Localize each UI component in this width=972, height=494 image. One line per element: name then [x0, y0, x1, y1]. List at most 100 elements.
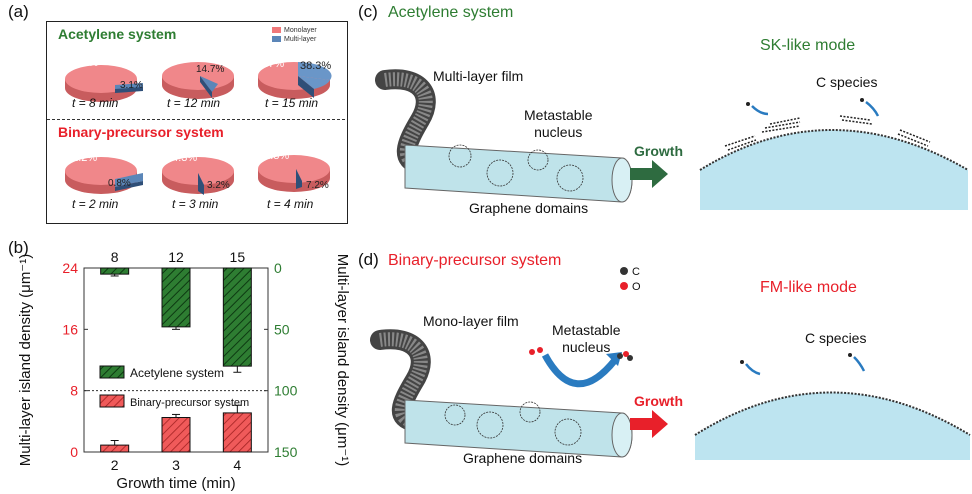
acetylene-title: Acetylene system	[58, 26, 177, 42]
pie-ace-12-time: t = 12 min	[167, 96, 221, 110]
c-species-dots	[746, 98, 864, 106]
top-tick-label: 15	[230, 249, 246, 265]
legend-mono-swatch	[272, 27, 281, 34]
right-tick-label: 0	[274, 260, 282, 276]
tube-c	[404, 144, 633, 203]
substrate-dome-d	[695, 392, 970, 460]
left-tick-label: 24	[62, 260, 78, 276]
tube-d	[404, 399, 633, 458]
pie-bin-2-multi: 0.8%	[108, 178, 131, 189]
legend-multi: Multi-layer	[272, 35, 317, 44]
pie-bin-4-multi: 7.2%	[306, 180, 329, 191]
right-tick-label: 100	[274, 383, 298, 399]
pie-ace-8-time: t = 8 min	[72, 96, 119, 110]
panel-c-label: (c)	[358, 2, 378, 21]
panel-d-film: Mono-layer film	[423, 313, 519, 329]
binary-bar	[222, 412, 252, 453]
panel-a-frame	[46, 21, 348, 224]
binary-bar	[100, 444, 130, 453]
panel-c-growth: Growth	[634, 143, 683, 159]
multi-layer-islands	[724, 115, 931, 151]
top-tick-label: 8	[111, 249, 119, 265]
pie-ace-15-time: t = 15 min	[265, 96, 319, 110]
x-axis-label: Growth time (min)	[116, 475, 235, 492]
growth-arrow-d	[630, 410, 668, 438]
pie-bin-2-time: t = 2 min	[72, 197, 119, 211]
bottom-tick-label: 3	[172, 457, 180, 473]
pie-charts	[65, 62, 332, 195]
acetylene-bar	[161, 267, 191, 328]
left-tick-label: 8	[70, 383, 78, 399]
legend-binary-label: Binary-precursor system	[130, 397, 249, 409]
panel-a-label: (a)	[8, 2, 29, 21]
legend-acetylene-swatch	[99, 365, 125, 379]
substrate-dome-c	[700, 130, 968, 210]
nucleus-arrow	[541, 353, 618, 388]
pie-bin-4-time: t = 4 min	[267, 197, 314, 211]
legend-binary-swatch	[99, 394, 125, 408]
growth-arrow-c	[630, 160, 668, 188]
pie-ace-8-multi: 3.1%	[120, 80, 143, 91]
section-divider	[47, 119, 345, 120]
pie-ace-15-multi: 38.3%	[300, 60, 332, 72]
right-tick-label: 50	[274, 321, 290, 337]
atom-c-label: C	[632, 266, 640, 278]
panel-c-title: Acetylene system	[388, 4, 514, 21]
panel-d-illustration	[370, 329, 971, 460]
pie-ace-12	[162, 62, 234, 99]
atom-o-label: O	[632, 281, 641, 293]
legend-acetylene-label: Acetylene system	[130, 366, 224, 380]
panel-c-film: Multi-layer film	[433, 68, 524, 84]
panel-d-label: (d)	[358, 250, 379, 269]
pie-bin-2-mono: 71.2%	[66, 152, 98, 164]
y-axis-left-label: Multi-layer island density (μm⁻¹)	[17, 254, 34, 466]
pie-ace-12-multi: 14.7%	[196, 64, 225, 75]
atom-o-dot	[620, 282, 628, 290]
panel-c-illustration	[375, 69, 969, 210]
cluster-atoms	[529, 347, 633, 361]
right-tick-label: 150	[274, 444, 298, 460]
pie-bin-2	[65, 157, 143, 194]
pie-bin-3-multi: 3.2%	[207, 180, 230, 191]
pie-bin-3	[162, 157, 234, 195]
legend-multi-swatch	[272, 36, 281, 43]
pie-bin-4	[258, 155, 330, 192]
panel-d-species: C species	[805, 330, 867, 346]
graphene-domains-d	[444, 401, 582, 446]
atom-o-legend: O	[620, 281, 641, 293]
pie-bin-4-mono: 92.8%	[258, 150, 290, 162]
legend-mono: Monolayer	[272, 26, 317, 35]
panel-c-nucleus: Metastable nucleus	[524, 107, 593, 140]
y-axis-right-label: Multi-layer island density (μm⁻¹)	[334, 254, 350, 466]
pie-ace-8	[65, 65, 143, 102]
panel-d-nucleus: Metastable nucleus	[552, 322, 621, 355]
c-species-dots-d	[740, 353, 852, 364]
panel-d-title: Binary-precursor system	[388, 252, 562, 269]
panel-c-species: C species	[816, 74, 878, 90]
pie-ace-8-mono: 66.8%	[67, 57, 99, 69]
legend-multi-label: Multi-layer	[284, 36, 317, 43]
pie-ace-12-mono: 82.9%	[158, 50, 190, 62]
left-tick-label: 16	[62, 321, 78, 337]
panel-d-growth: Growth	[634, 393, 683, 409]
pie-ace-15	[258, 62, 332, 99]
legend-mono-label: Monolayer	[284, 27, 317, 34]
panel-d-domains: Graphene domains	[463, 450, 583, 466]
bottom-tick-label: 2	[111, 457, 119, 473]
acetylene-bar	[222, 267, 252, 367]
binary-bar	[161, 417, 191, 453]
panel-c-mode: SK-like mode	[760, 37, 856, 54]
binary-title: Binary-precursor system	[58, 124, 224, 140]
pie-ace-15-mono: 61.7%	[253, 58, 285, 70]
bottom-tick-label: 4	[233, 457, 241, 473]
pie-legend: Monolayer Multi-layer	[272, 26, 317, 44]
top-tick-label: 12	[168, 249, 184, 265]
pie-bin-3-time: t = 3 min	[172, 197, 219, 211]
film-roll-d	[370, 329, 431, 432]
panel-b-label: (b)	[8, 238, 29, 257]
graphene-domains-c	[448, 144, 584, 192]
panel-d-mode: FM-like mode	[760, 279, 857, 296]
panel-c-domains: Graphene domains	[469, 200, 589, 216]
pie-bin-3-mono: 94.3%	[166, 152, 198, 164]
